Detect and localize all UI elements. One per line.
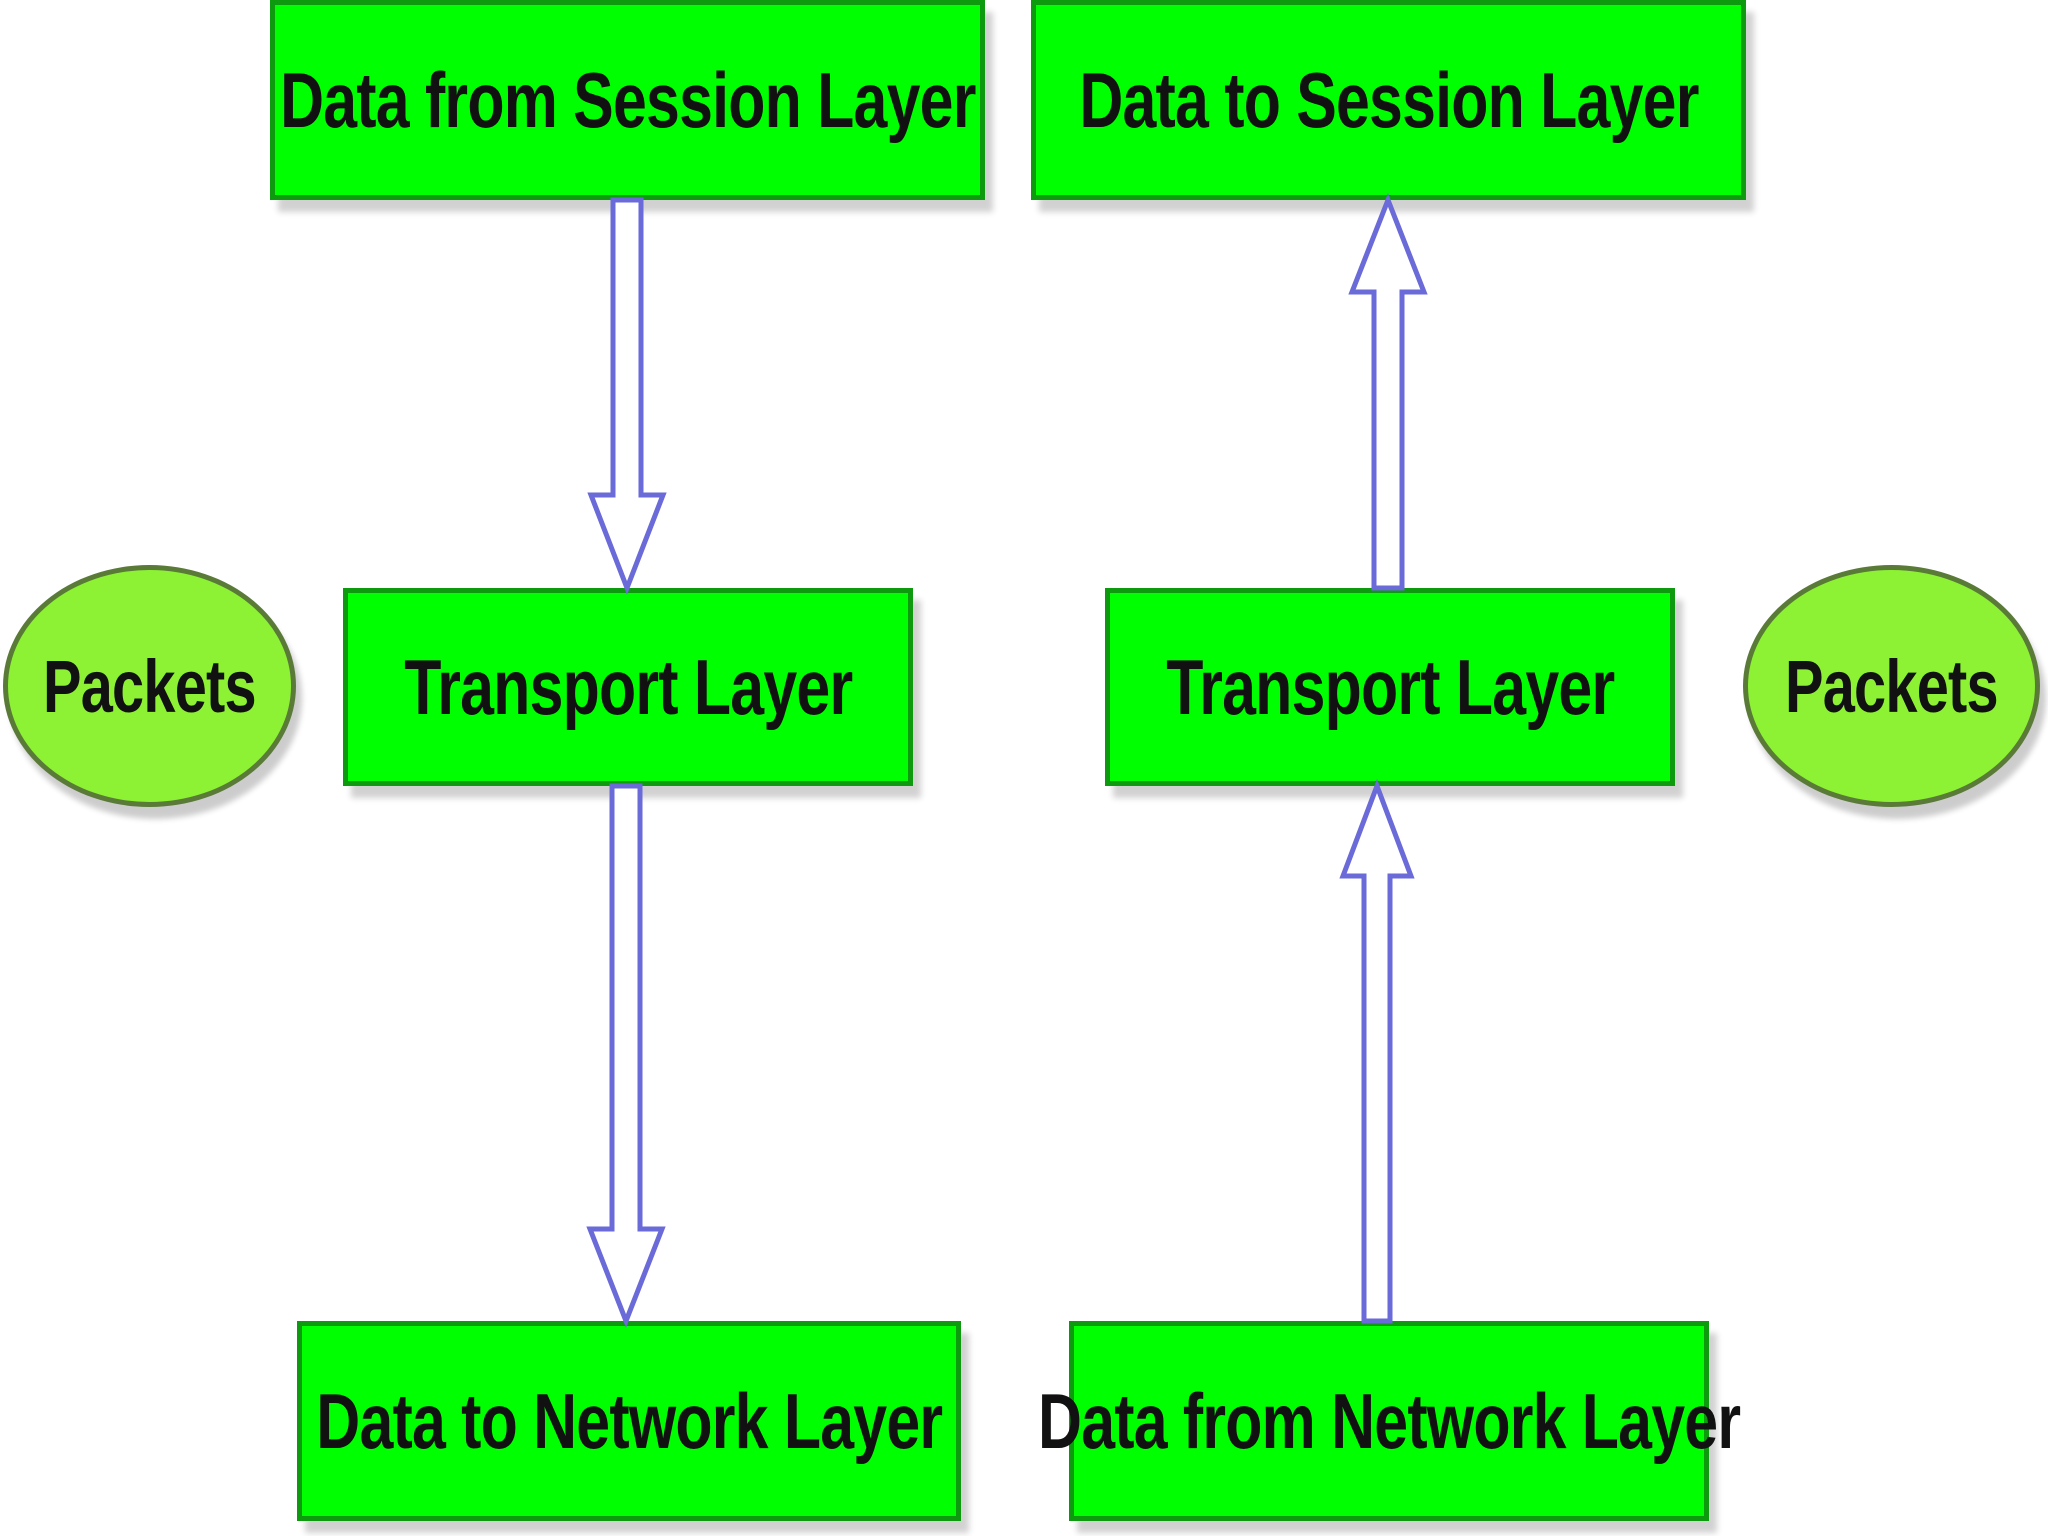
right-top-box: Data to Session Layer	[1031, 0, 1746, 200]
right-transport-box-label: Transport Layer	[1165, 642, 1615, 731]
left-packets-label: Packets	[43, 644, 257, 728]
left-bottom-box-label: Data to Network Layer	[316, 1376, 943, 1465]
left-top-box-label: Data from Session Layer	[279, 55, 976, 144]
right-arrow-up-1	[1348, 193, 1428, 591]
right-arrow-up-2	[1339, 778, 1415, 1324]
right-bottom-box-label: Data from Network Layer	[1037, 1376, 1741, 1465]
left-arrow-down-2	[586, 783, 666, 1328]
right-transport-box: Transport Layer	[1105, 588, 1675, 786]
right-packets-ellipse: Packets	[1743, 565, 2040, 807]
left-arrow-down-1	[587, 197, 667, 595]
left-packets-ellipse: Packets	[3, 565, 296, 807]
right-top-box-label: Data to Session Layer	[1078, 55, 1699, 144]
left-top-box: Data from Session Layer	[270, 0, 985, 200]
right-packets-label: Packets	[1785, 644, 1999, 728]
left-bottom-box: Data to Network Layer	[297, 1321, 961, 1521]
right-bottom-box: Data from Network Layer	[1038, 1321, 1741, 1521]
left-transport-box-label: Transport Layer	[403, 642, 853, 731]
